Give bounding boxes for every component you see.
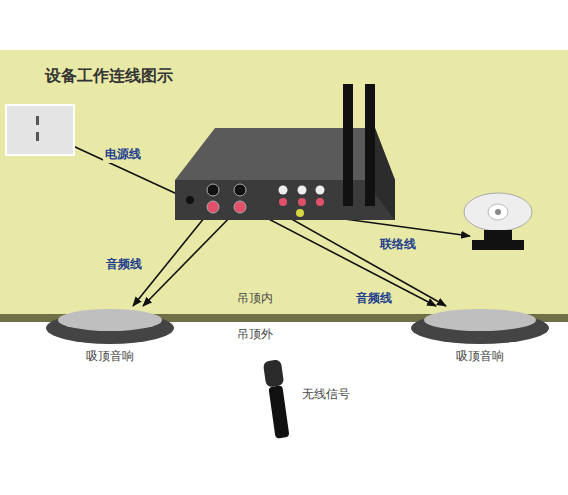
power-outlet — [5, 104, 75, 156]
node-label: 吸顶音响 — [456, 348, 504, 365]
cable-connector — [143, 207, 240, 306]
ceiling-speaker: 吸顶音响 — [45, 298, 175, 370]
cable-label: 音频线 — [104, 256, 144, 273]
diagram-title: 设备工作连线图示 — [45, 66, 173, 87]
power-outlet-shape — [5, 104, 75, 156]
cable-label: 联络线 — [378, 236, 418, 253]
cable-connector — [133, 207, 213, 306]
node-label: 无线信号 — [302, 386, 350, 403]
ceiling-speaker: 吸顶音响 — [410, 298, 550, 370]
region-label: 吊顶外 — [237, 326, 273, 343]
webcam-shape — [462, 192, 534, 252]
cable-connector — [60, 140, 190, 200]
webcam — [462, 192, 534, 252]
cable-label: 音频线 — [354, 290, 394, 307]
host-device-shape — [175, 84, 397, 222]
cable-label: 电源线 — [103, 146, 143, 163]
region-label: 吊顶内 — [237, 290, 273, 307]
host-device — [175, 84, 397, 222]
node-label: 吸顶音响 — [86, 348, 134, 365]
wireless-mic: 无线信号 — [258, 358, 378, 444]
